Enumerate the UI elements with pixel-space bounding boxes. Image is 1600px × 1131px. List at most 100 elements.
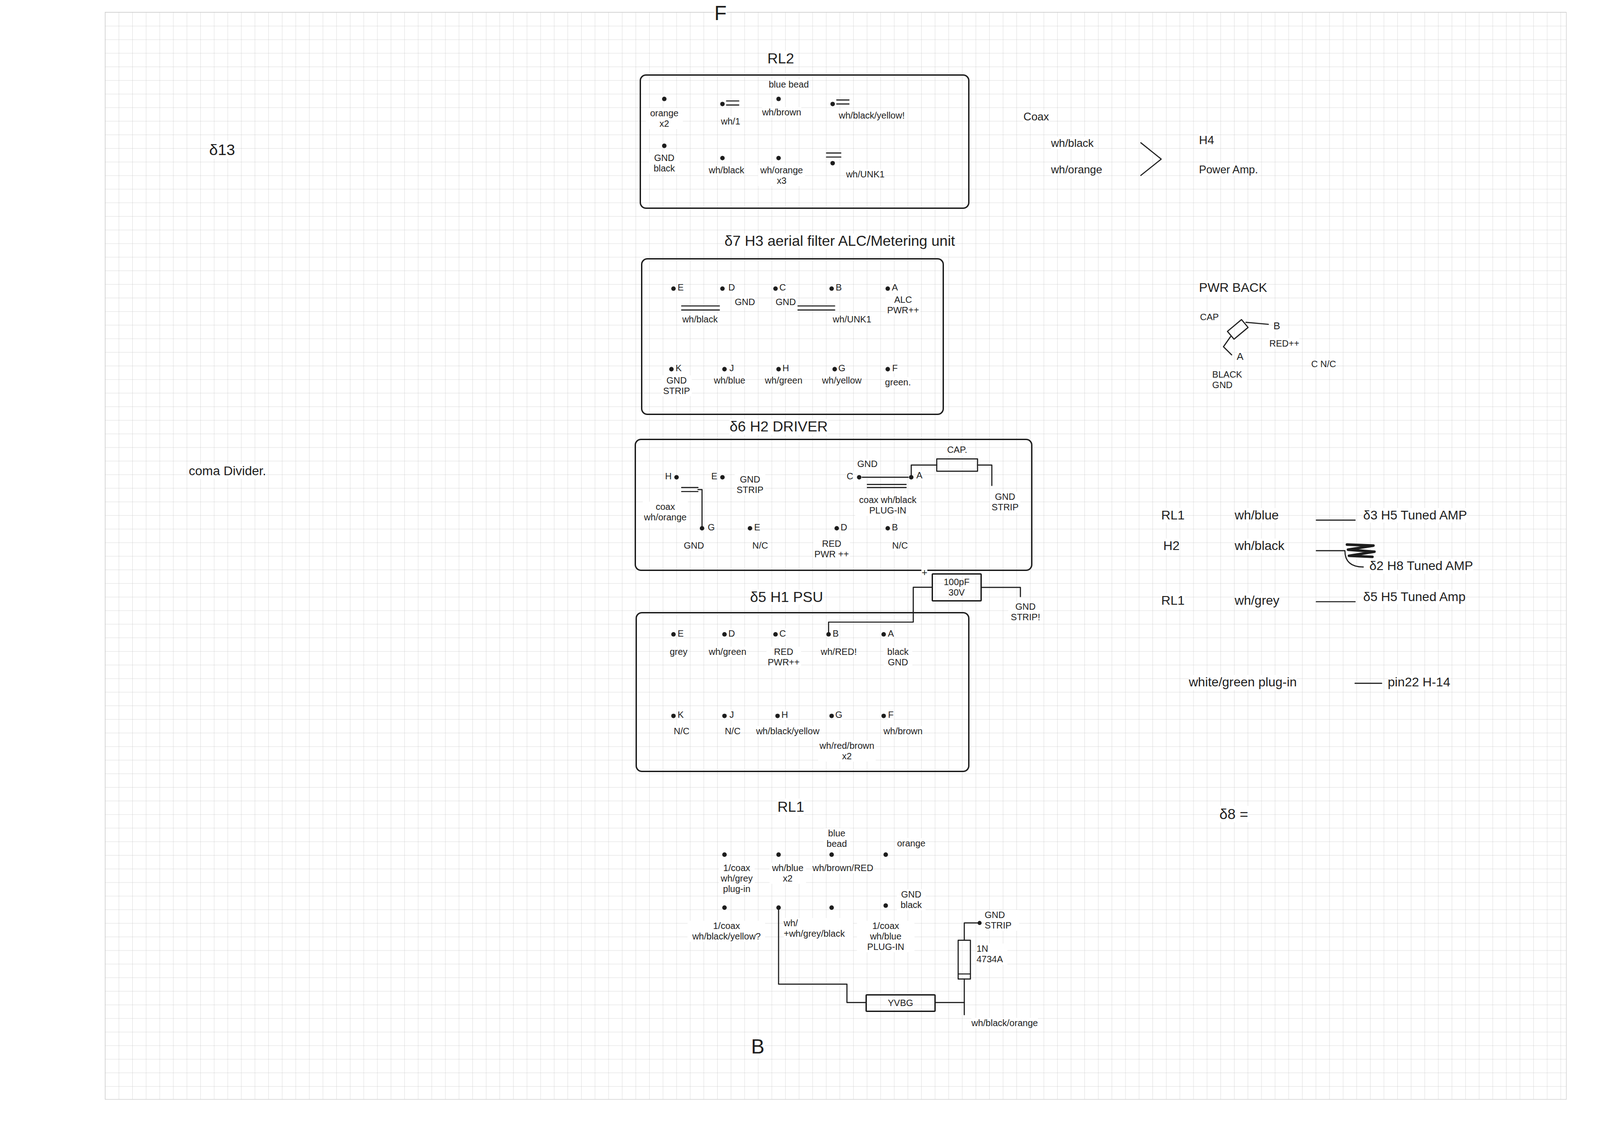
pin-letter: A bbox=[887, 628, 894, 640]
diode-band bbox=[958, 973, 971, 975]
wire-connector bbox=[913, 587, 932, 613]
wire-note: δ8 = bbox=[1219, 806, 1249, 824]
pin-dot bbox=[885, 367, 891, 372]
pin-dot bbox=[674, 475, 679, 480]
pin-dot bbox=[830, 101, 835, 107]
wire-note: ALC PWR++ bbox=[885, 294, 921, 316]
wire-note: wh/red/brown x2 bbox=[818, 740, 876, 762]
pin-dot bbox=[829, 286, 834, 292]
wire bbox=[981, 587, 1021, 597]
wire-note: GND STRIP! bbox=[1008, 601, 1043, 623]
pin-letter: D bbox=[728, 282, 735, 293]
pin-dot bbox=[671, 714, 676, 719]
pin-dot bbox=[773, 632, 778, 637]
pin-dot bbox=[885, 526, 891, 531]
wire-note: GND bbox=[683, 540, 704, 552]
wire-note: blue bead bbox=[823, 828, 850, 850]
wire-note: Power Amp. bbox=[1198, 163, 1258, 177]
wire-note: wh/green bbox=[708, 646, 747, 658]
wire bbox=[963, 1002, 965, 1016]
wire-note: N/C bbox=[673, 726, 690, 737]
wire-note: wh/black/yellow bbox=[755, 726, 820, 737]
pin-letter: A bbox=[1236, 350, 1244, 363]
wire-note: GND STRIP bbox=[984, 910, 1020, 932]
wire-note: wh/black bbox=[682, 314, 718, 325]
pin-dot bbox=[773, 286, 778, 292]
wire-note: grey bbox=[669, 646, 688, 658]
block-heading: δ7 H3 aerial filter ALC/Metering unit bbox=[724, 233, 955, 250]
pin-dot bbox=[722, 632, 727, 637]
pin-dot bbox=[661, 143, 667, 149]
connector-block: RL2 bbox=[639, 74, 970, 209]
pin-dot bbox=[699, 526, 705, 531]
wire-note: green. bbox=[885, 377, 912, 388]
wire-note: wh/brown bbox=[883, 726, 923, 737]
wire-note: RL1 bbox=[777, 798, 805, 816]
diode-symbol bbox=[958, 940, 971, 980]
pin-letter: E bbox=[677, 628, 684, 640]
wire-note: RED++ bbox=[1269, 338, 1300, 350]
wire-note: RL1 bbox=[1161, 593, 1185, 609]
connector-block: δ5 H1 PSU bbox=[635, 612, 970, 773]
pin-letter: E bbox=[677, 282, 684, 293]
pin-dot bbox=[829, 905, 834, 911]
pin-letter: D bbox=[840, 522, 847, 533]
pin-dot bbox=[834, 526, 840, 531]
wire bbox=[1245, 322, 1269, 325]
pin-dot bbox=[669, 367, 674, 372]
pin-letter: D bbox=[728, 628, 735, 640]
wire-note: coma Divider. bbox=[188, 463, 267, 479]
wire-note: wh/black bbox=[1051, 136, 1094, 150]
pin-dot bbox=[722, 852, 727, 858]
wire-note: wh/RED! bbox=[820, 646, 857, 658]
dash-line bbox=[1316, 551, 1364, 568]
wire-note: PWR BACK bbox=[1198, 280, 1267, 296]
wire bbox=[1223, 336, 1232, 355]
wire-note: GND bbox=[775, 297, 796, 308]
wire-note: N/C bbox=[752, 540, 768, 552]
pin-dot bbox=[722, 367, 727, 372]
bracket bbox=[1141, 142, 1162, 176]
pin-letter: B bbox=[750, 1035, 765, 1059]
wire bbox=[977, 465, 992, 486]
pin-letter: H bbox=[782, 363, 789, 374]
pin-dot bbox=[747, 526, 753, 531]
pin-dot bbox=[775, 714, 780, 719]
pin-letter: B bbox=[832, 628, 839, 640]
wire-note: wh/UNK1 bbox=[832, 314, 871, 325]
wire-note: GND STRIP bbox=[734, 474, 766, 496]
wire-note: C N/C bbox=[1311, 359, 1336, 370]
pin-letter: F bbox=[891, 363, 898, 374]
wire-note: CAP. bbox=[947, 444, 968, 456]
capacitor-symbol bbox=[936, 458, 978, 472]
pin-dot bbox=[856, 475, 862, 480]
pin-dot bbox=[826, 632, 831, 637]
pin-letter: B bbox=[835, 282, 842, 293]
pin-dot bbox=[829, 852, 834, 858]
pin-dot bbox=[776, 367, 782, 372]
pin-dot bbox=[883, 852, 888, 858]
wire bbox=[828, 612, 914, 633]
pin-letter: E bbox=[711, 471, 718, 482]
wire-note: RL1 bbox=[1161, 508, 1185, 523]
pin-letter: G bbox=[707, 522, 715, 533]
block-heading: RL2 bbox=[767, 51, 795, 67]
wire bbox=[778, 910, 866, 1003]
wire-note: wh/ +wh/grey/black bbox=[783, 918, 854, 940]
wire-note: wh/blue bbox=[714, 375, 746, 386]
component-box: 100pF 30V bbox=[931, 573, 982, 602]
wire-note: wh/blue bbox=[1234, 508, 1279, 523]
pin-letter: J bbox=[729, 709, 735, 721]
pin-letter: B bbox=[891, 522, 898, 533]
wire-note: δ13 bbox=[209, 140, 236, 159]
wire-note: CAP bbox=[1199, 312, 1219, 323]
wire-note: N/C bbox=[724, 726, 741, 737]
pin-dot bbox=[720, 475, 725, 480]
wire-note: wh/UNK1 bbox=[845, 169, 885, 180]
wire-note: wh/black/yellow! bbox=[838, 110, 905, 121]
pin-letter: A bbox=[916, 470, 923, 481]
pin-letter: E bbox=[754, 522, 761, 533]
pin-letter: C bbox=[846, 471, 854, 482]
pin-letter: F bbox=[887, 709, 894, 721]
